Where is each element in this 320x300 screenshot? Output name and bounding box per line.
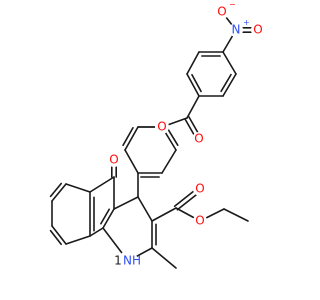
bond-c9a-c9b	[89, 227, 104, 237]
atom-oxygen-nitro-top-text: O	[217, 5, 226, 19]
bond-ring2-1	[161, 149, 177, 174]
bond-ring1-5	[186, 51, 200, 75]
bond-benzo-1	[51, 183, 67, 202]
atom-oxygen-ester-1: O	[155, 120, 169, 134]
atom-oxygen-ester-1-text: O	[157, 120, 166, 134]
bond-layer	[49, 11, 259, 269]
bond-c9b-c4a-second	[100, 208, 111, 225]
bond-ring-carbonyl1	[186, 95, 200, 119]
atom-oxygen-nitro-top-charge: −	[229, 0, 236, 9]
atom-oxygen-ester-2-background	[193, 214, 207, 228]
atom-nitrogen-nh-background	[118, 251, 138, 271]
atom-oxygen-ketone-background	[107, 153, 121, 167]
bond-c5-c5a	[89, 176, 115, 193]
atom-oxygen-nitro-top: O−	[215, 0, 236, 19]
bond-ring2-3	[124, 149, 139, 174]
bond-c9b-c4a	[102, 208, 115, 229]
bond-ring1-4-second	[191, 73, 202, 93]
bond-c4-c4a	[113, 196, 139, 210]
bond-benzo-1-second	[49, 182, 63, 198]
atom-oxygen-carbonyl-2-text: O	[195, 182, 204, 196]
atom-oxygen-carbonyl-2-background	[193, 182, 207, 196]
atom-oxygen-ester-2-text: O	[195, 214, 204, 228]
bond-benzo-3-second	[49, 229, 62, 246]
bond-ring2-4	[124, 126, 139, 151]
atom-nitrogen-nitro: N+	[229, 18, 250, 37]
atom-oxygen-ketone: O	[107, 153, 121, 167]
bond-c3-carbonyl2	[151, 207, 177, 222]
atom-nitrogen-nitro-charge: +	[243, 18, 250, 27]
atom-oxygen-nitro-right-background	[251, 23, 265, 37]
bond-benzo-4	[65, 235, 91, 245]
bond-ring1-2-second	[220, 73, 232, 93]
atom-nitrogen-nitro-background	[229, 23, 243, 37]
atom-oxygen-nitro-right-text: O	[253, 23, 262, 37]
atom-oxygen-carbonyl-1-text: O	[194, 132, 203, 146]
bond-ring2-4-second	[122, 126, 134, 147]
bond-ring1-2	[222, 73, 237, 97]
atom-oxygen-nitro-right: O	[251, 23, 265, 37]
atom-nitrogen-nh-text: NH	[123, 254, 141, 268]
atom-nitrogen-nh-prefix: 1	[114, 254, 122, 268]
atom-oxygen-ester-2: O	[193, 214, 207, 228]
bond-ethyl	[223, 208, 249, 222]
atom-oxygen-nitro-top-background	[215, 5, 229, 19]
atom-oxygen-ester-1-background	[155, 120, 169, 134]
bond-ring1-1	[222, 51, 237, 75]
atom-oxygen-carbonyl-2: O	[193, 182, 207, 196]
bond-benzo-3	[51, 225, 67, 245]
bond-c3-c4	[137, 196, 153, 222]
atom-nitrogen-nitro-text: N	[232, 23, 241, 37]
atom-oxygen-ketone-text: O	[109, 153, 118, 167]
atom-oxygen-carbonyl-1: O	[192, 132, 206, 146]
bond-ring2-6-second	[166, 126, 179, 146]
bond-c2-methyl	[151, 247, 177, 269]
bond-ring1-4	[186, 73, 200, 97]
bond-c5a-c6	[65, 183, 91, 193]
atom-oxygen-carbonyl-1-background	[192, 132, 206, 146]
